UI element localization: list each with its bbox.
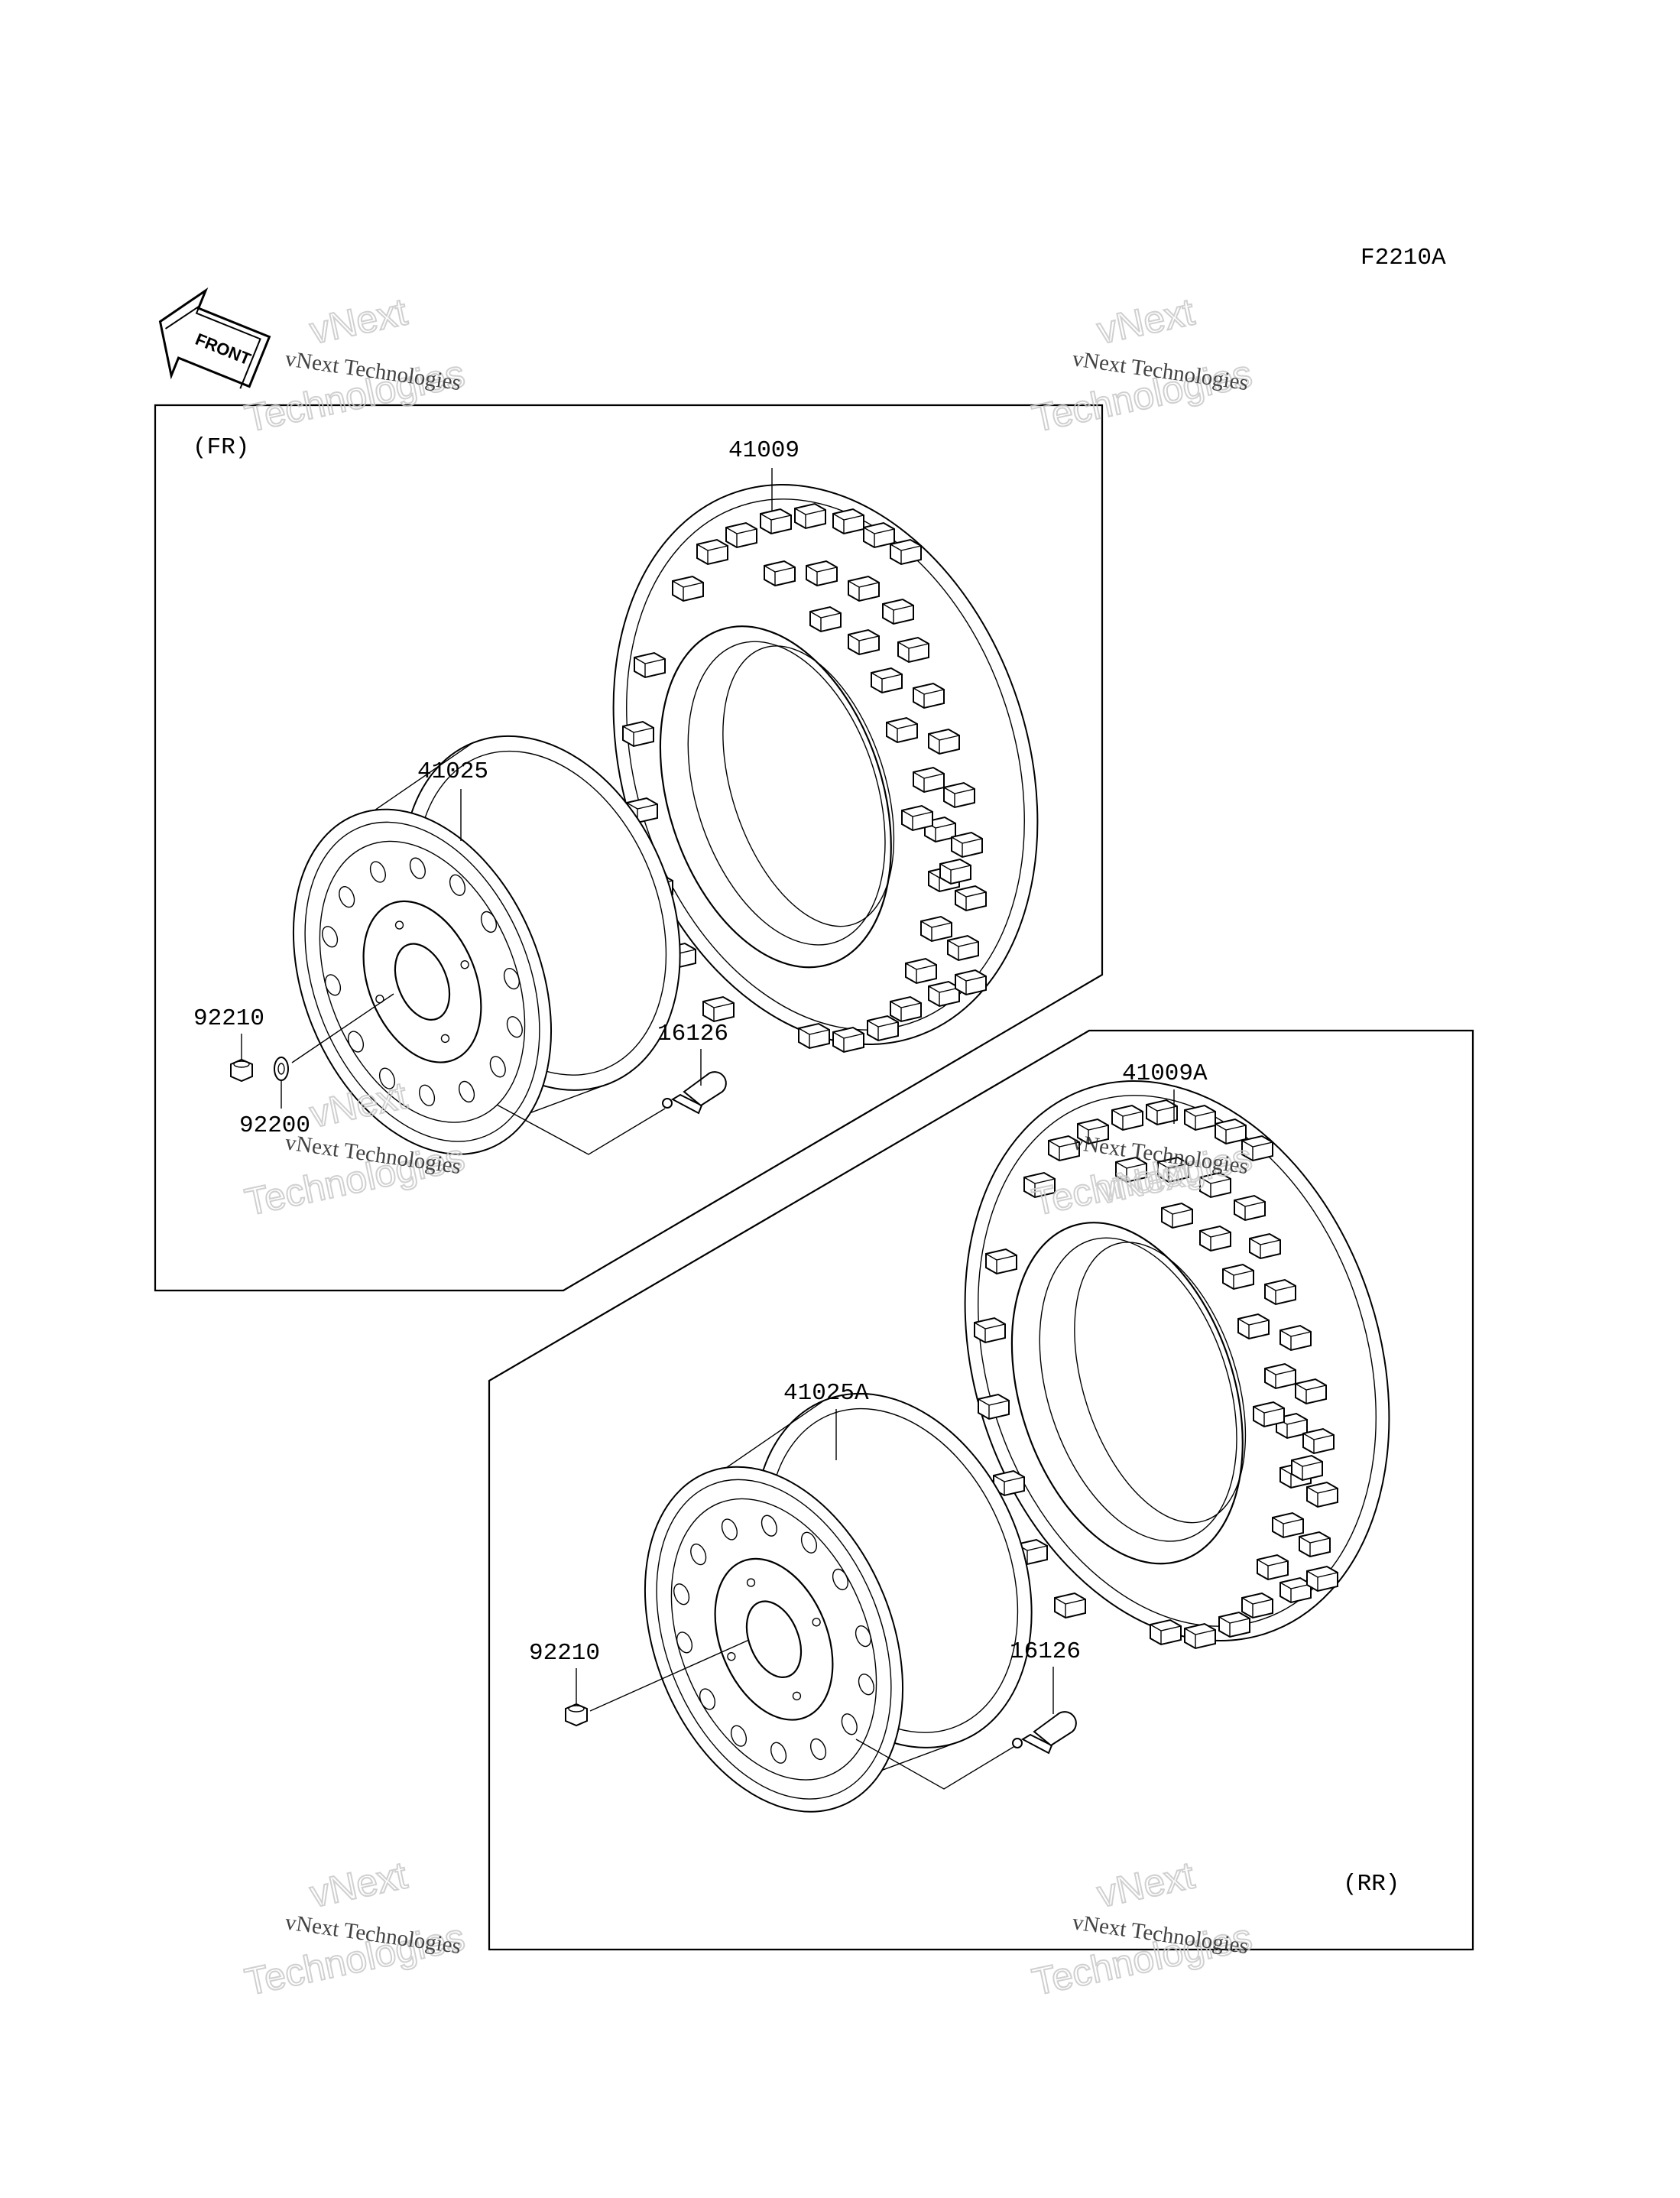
figure-code: F2210A bbox=[1361, 245, 1446, 271]
part-label-16126-front: 16126 bbox=[657, 1021, 728, 1047]
part-label-16126-rear: 16126 bbox=[1010, 1638, 1081, 1665]
leader-front-valve-to-wheel bbox=[496, 1104, 666, 1155]
part-label-92210-rear: 92210 bbox=[529, 1640, 600, 1667]
part-label-41009: 41009 bbox=[728, 437, 799, 464]
svg-text:vNext: vNext bbox=[306, 1853, 411, 1915]
watermark-bottom-right: vNext Technologies vNext Technologies bbox=[1028, 1852, 1257, 2004]
svg-text:vNext: vNext bbox=[1094, 1853, 1198, 1915]
front-nut-92210 bbox=[230, 1058, 253, 1083]
rear-nut-92210 bbox=[565, 1703, 588, 1727]
front-wheel-41025 bbox=[292, 735, 681, 1155]
front-valve-16126 bbox=[662, 1071, 727, 1115]
front-section-tag: (FR) bbox=[193, 434, 249, 461]
part-label-41025: 41025 bbox=[417, 758, 488, 785]
svg-text:vNext: vNext bbox=[1094, 290, 1198, 352]
part-label-92200: 92200 bbox=[239, 1112, 310, 1139]
rear-tire-41009A bbox=[964, 1080, 1390, 1649]
rear-section-frame bbox=[488, 1029, 1474, 1951]
svg-text:vNext: vNext bbox=[306, 290, 411, 352]
leader-rear-valve-to-wheel bbox=[855, 1739, 1014, 1790]
watermark-top-right: vNext Technologies vNext Technologies bbox=[1028, 289, 1257, 440]
rear-wheel-41025A bbox=[644, 1392, 1033, 1813]
watermark-bottom-left: vNext Technologies vNext Technologies bbox=[241, 1852, 469, 2004]
leader-rear-nut-to-wheel bbox=[589, 1639, 750, 1712]
front-direction-arrow-icon: FRONT bbox=[158, 287, 271, 389]
part-label-41025A: 41025A bbox=[783, 1380, 869, 1407]
leader-front-washer-to-wheel bbox=[291, 993, 394, 1063]
part-label-92210-front: 92210 bbox=[193, 1005, 264, 1032]
rear-valve-16126 bbox=[1012, 1711, 1077, 1755]
part-label-41009A: 41009A bbox=[1122, 1060, 1208, 1087]
front-tire-41009 bbox=[612, 484, 1039, 1053]
watermark-top-left: vNext Technologies vNext Technologies bbox=[241, 289, 469, 440]
front-washer-92200 bbox=[274, 1057, 289, 1081]
front-section-frame bbox=[154, 404, 1104, 1292]
rear-section-tag: (RR) bbox=[1343, 1871, 1399, 1898]
